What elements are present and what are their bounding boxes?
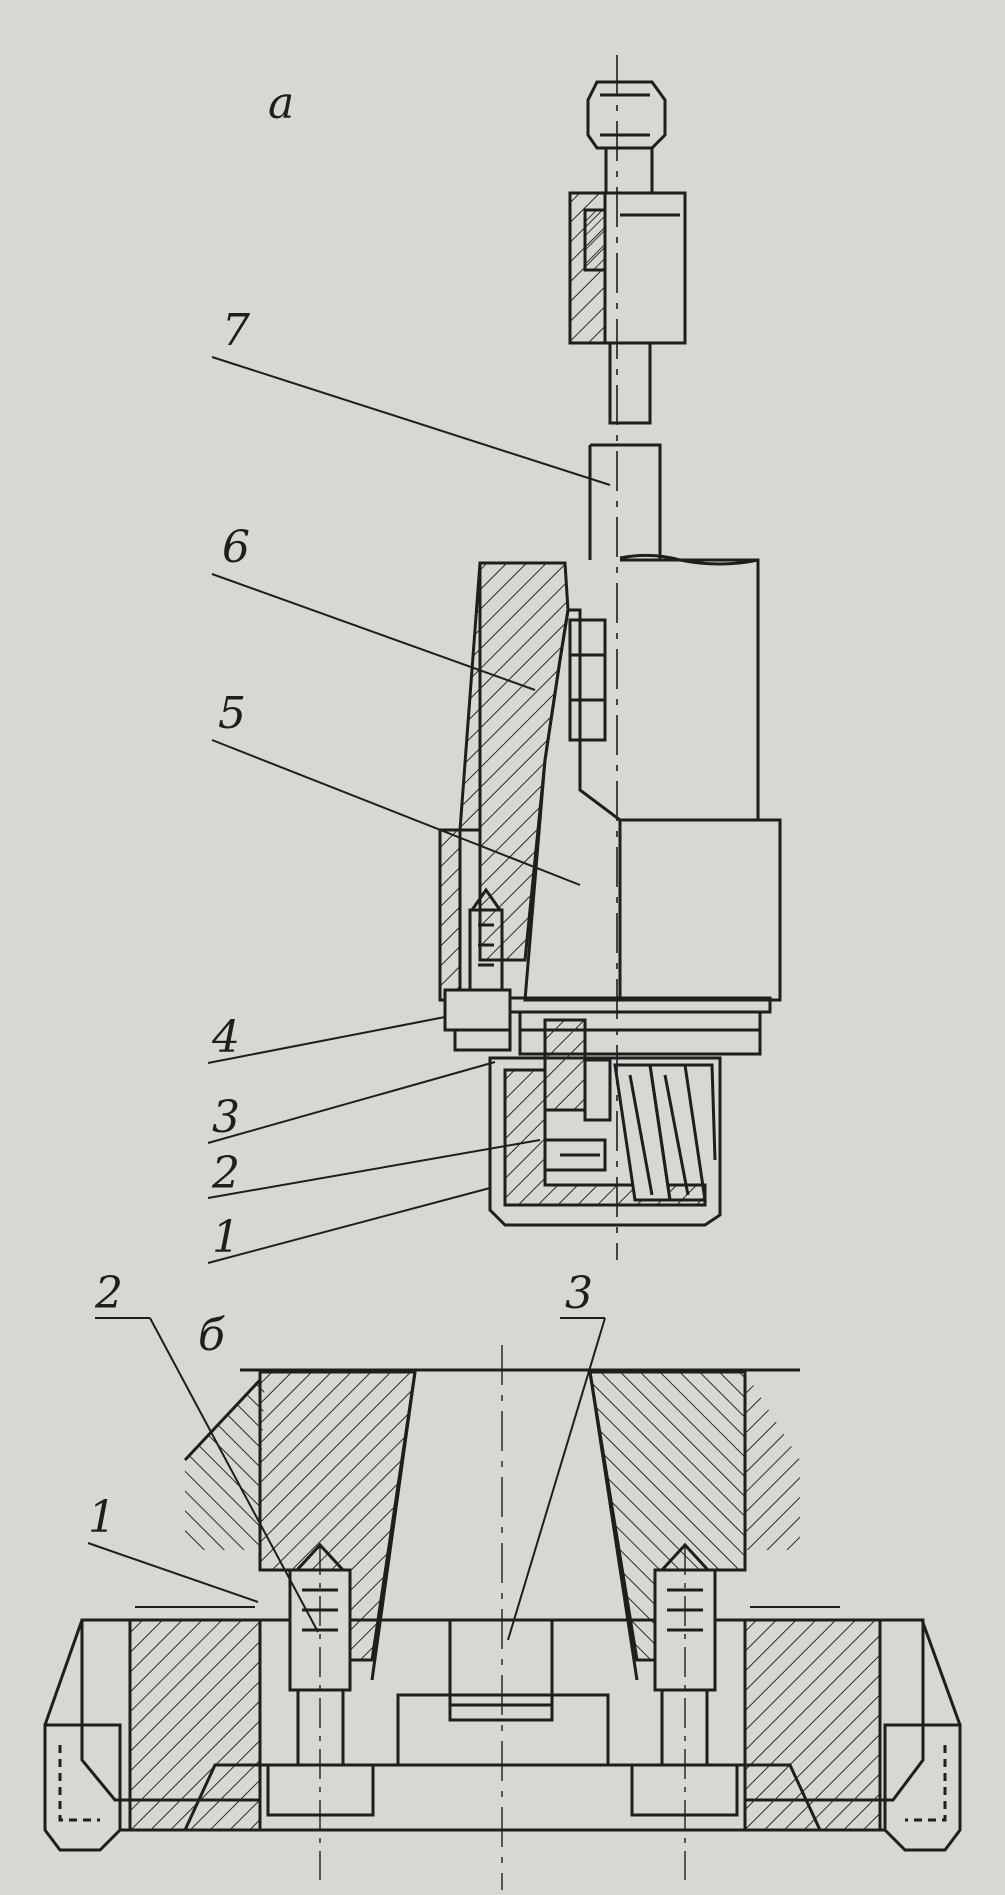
view-a-title: а bbox=[268, 78, 294, 129]
callout-a-1: 1 bbox=[212, 1212, 240, 1263]
callout-b-3: 3 bbox=[565, 1268, 593, 1319]
callout-a-2: 2 bbox=[211, 1148, 240, 1199]
leader-lines-b bbox=[87, 1317, 606, 1641]
view-a-assembly bbox=[438, 55, 782, 1260]
callout-a-3: 3 bbox=[212, 1092, 240, 1143]
callout-b-1: 1 bbox=[88, 1492, 116, 1543]
callout-a-4: 4 bbox=[211, 1012, 240, 1063]
callout-a-5: 5 bbox=[218, 688, 246, 739]
leader-lines-a bbox=[207, 356, 611, 1264]
labels-view-a: а 7 6 5 4 3 2 1 bbox=[211, 78, 294, 1263]
callout-a-7: 7 bbox=[222, 305, 250, 356]
labels-view-b: б 2 1 3 bbox=[88, 1268, 593, 1543]
callout-b-2: 2 bbox=[94, 1268, 123, 1319]
view-b-title: б bbox=[198, 1310, 225, 1361]
view-b-assembly bbox=[43, 1345, 962, 1890]
callout-a-6: 6 bbox=[222, 522, 250, 573]
